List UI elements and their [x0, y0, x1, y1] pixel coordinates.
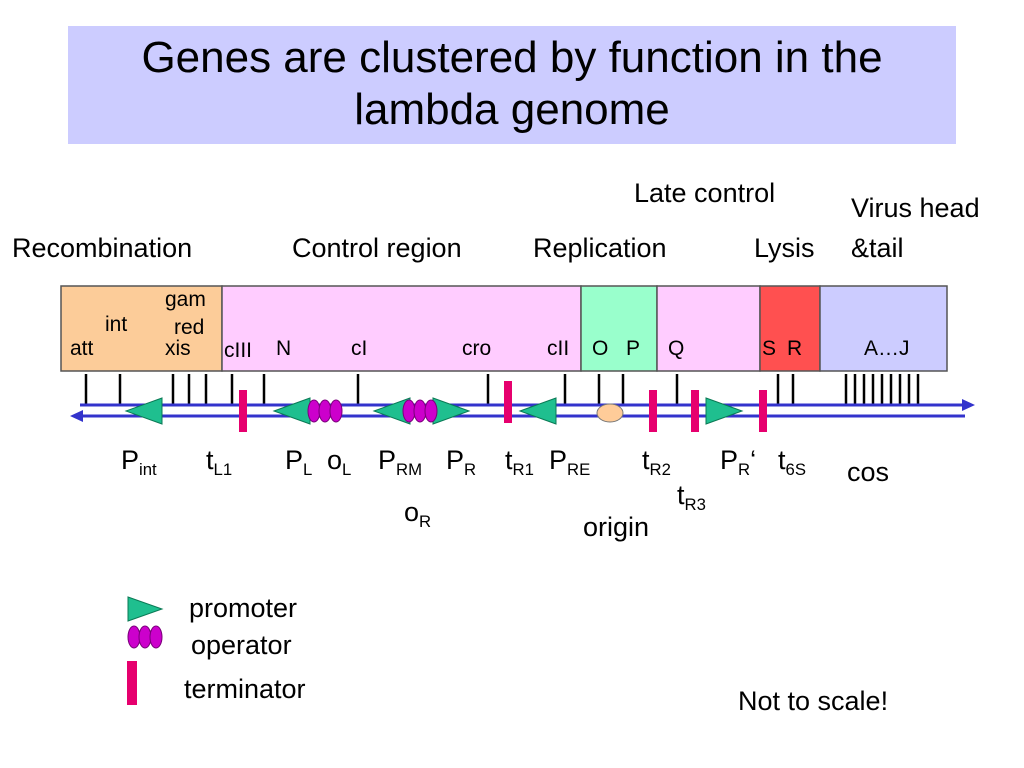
p-r-prime-label: PR‘ [720, 445, 757, 479]
control-segment [221, 285, 582, 372]
p-l-label: PL [285, 445, 313, 479]
legend-promoter-icon [127, 596, 164, 622]
gene-cii: cII [547, 337, 570, 360]
o-l-operator-3 [329, 399, 343, 423]
title-box: Genes are clustered by function in the l… [68, 26, 956, 144]
p-re-label: PRE [549, 445, 591, 479]
late-control-label: Late control [634, 178, 776, 208]
legend-terminator-label: terminator [184, 674, 306, 704]
o-r-operator-3 [424, 399, 438, 423]
t-6s-label: t6S [778, 445, 806, 479]
t-r3-terminator [691, 390, 699, 432]
p-rm-label: PRM [378, 445, 423, 479]
t-6s-terminator [759, 390, 767, 432]
o-l-operator-1 [307, 399, 321, 423]
o-r-operator-2 [413, 399, 427, 423]
p-int-label: Pint [121, 445, 157, 479]
page-title: Genes are clustered by function in the l… [141, 33, 883, 134]
o-r-operator-1 [402, 399, 416, 423]
t-r2-terminator [649, 390, 657, 432]
dna-arrow-right [962, 399, 975, 411]
t-r1-label: tR1 [505, 445, 534, 479]
t-l1-terminator [239, 390, 247, 432]
gene-att: att [70, 337, 94, 360]
gene-s: S [762, 337, 777, 360]
lysis-segment [759, 285, 821, 372]
gene-ciii: cIII [224, 339, 253, 362]
not-to-scale-note: Not to scale! [738, 686, 889, 716]
p-r-prime-promoter [705, 397, 744, 425]
o-r-label: oR [404, 497, 432, 531]
gene-r: R [787, 337, 803, 360]
virus-head-label-line2: &tail [851, 233, 904, 263]
cos-label: cos [847, 457, 890, 487]
gene-p: P [626, 337, 641, 360]
replication-label: Replication [533, 233, 667, 263]
t-r2-label: tR2 [642, 445, 671, 479]
recombination-label: Recombination [12, 233, 193, 263]
p-int-promoter [124, 397, 163, 425]
virus-head-label-line1: Virus head [851, 193, 980, 223]
p-r-label: PR [446, 445, 477, 479]
gene-xis: xis [165, 337, 191, 360]
head-tail-segment [819, 285, 948, 372]
gene-q: Q [668, 337, 685, 360]
dna-strands [80, 403, 965, 418]
gene-red: red [174, 316, 205, 339]
gene-o: O [592, 337, 609, 360]
dna-arrow-left [70, 410, 83, 422]
o-l-label: oL [327, 445, 352, 479]
legend-operator-icon [127, 625, 163, 649]
replication-segment [580, 285, 658, 372]
late-control-segment [656, 285, 761, 372]
legend-promoter-label: promoter [189, 593, 298, 623]
p-l-promoter [272, 397, 311, 425]
o-l-operator-2 [318, 399, 332, 423]
gene-gam: gam [165, 288, 206, 311]
gene-cro: cro [462, 337, 492, 360]
lysis-label: Lysis [754, 233, 815, 263]
t-r3-label: tR3 [677, 480, 706, 514]
t-r1-terminator [504, 381, 512, 423]
legend-operator-label: operator [191, 630, 292, 660]
origin-marker [596, 403, 624, 423]
p-r-promoter [432, 397, 471, 425]
gene-n: N [276, 337, 292, 360]
p-re-promoter [518, 397, 557, 425]
gene-int: int [105, 313, 128, 336]
gene-a-j: A…J [864, 337, 910, 360]
legend-terminator-icon [127, 661, 137, 705]
gene-ci: cI [351, 337, 368, 360]
gene-ticks [84, 374, 920, 404]
t-l1-label: tL1 [206, 445, 233, 479]
control-region-label: Control region [292, 233, 462, 263]
origin-label: origin [583, 512, 650, 542]
